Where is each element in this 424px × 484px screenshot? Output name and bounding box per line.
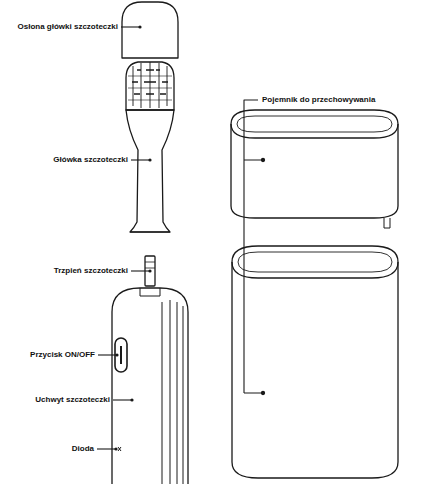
brush-handle <box>112 288 188 484</box>
handle-ribs <box>162 300 183 484</box>
leader-line <box>98 354 117 355</box>
leader-dot <box>148 158 151 161</box>
leader-dot <box>130 398 133 401</box>
part-label: Przycisk ON/OFF <box>30 350 95 360</box>
part-label: Pojemnik do przechowywania <box>262 95 375 105</box>
storage-base <box>232 246 398 478</box>
led-mark <box>118 447 121 451</box>
leader-dot <box>148 269 151 272</box>
brush-head <box>126 110 174 232</box>
part-label: Uchwyt szczoteczki <box>35 395 110 405</box>
part-label: Trzpień szczoteczki <box>54 266 128 276</box>
leader-line <box>121 26 140 27</box>
storage-lid <box>231 110 398 228</box>
part-label: Główka szczoteczki <box>53 155 128 165</box>
container-bracket <box>244 100 265 395</box>
brush-cap <box>122 2 178 58</box>
leader-line <box>97 448 116 449</box>
bristles <box>126 62 174 110</box>
leader-dot <box>138 25 141 28</box>
part-label: Osłona główki szczoteczki <box>18 22 118 32</box>
leader-dot <box>115 353 118 356</box>
leader-dot <box>114 447 117 450</box>
leader-line <box>113 399 132 400</box>
part-label: Dioda <box>72 444 94 454</box>
power-button <box>115 338 127 372</box>
leader-line <box>131 159 150 160</box>
leader-line <box>131 270 150 271</box>
